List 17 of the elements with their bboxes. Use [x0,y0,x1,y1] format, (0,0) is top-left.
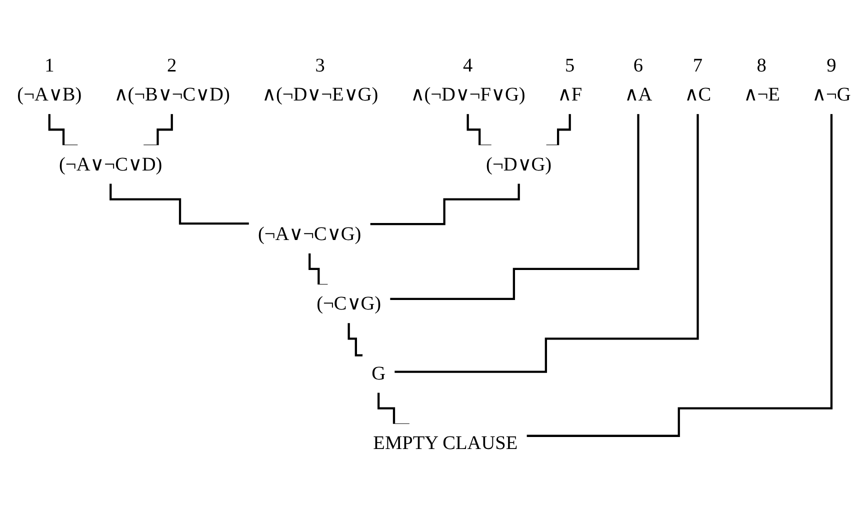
connector [370,182,520,226]
node-text: 2 ∧(¬B∨¬C∨D) [114,54,230,105]
node-text: G [372,362,386,384]
connector [110,182,250,225]
node-text: 3 ∧(¬D∨¬E∨G) [262,54,378,105]
connector [348,322,364,356]
connector [390,112,640,300]
connector [394,112,699,373]
node-text: (¬A∨¬C∨G) [258,222,362,244]
node-text: 7 ∧C [684,54,712,105]
node-text: 1 (¬A∨B) [17,54,82,105]
node-text: 9 ∧¬G [812,54,851,105]
connector [526,112,833,437]
node-text: 4 ∧(¬D∨¬F∨G) [410,54,526,105]
node-text: 5 ∧F [557,54,582,105]
node-text: 8 ∧¬E [743,54,780,105]
node-text: 6 ∧A [624,54,652,105]
